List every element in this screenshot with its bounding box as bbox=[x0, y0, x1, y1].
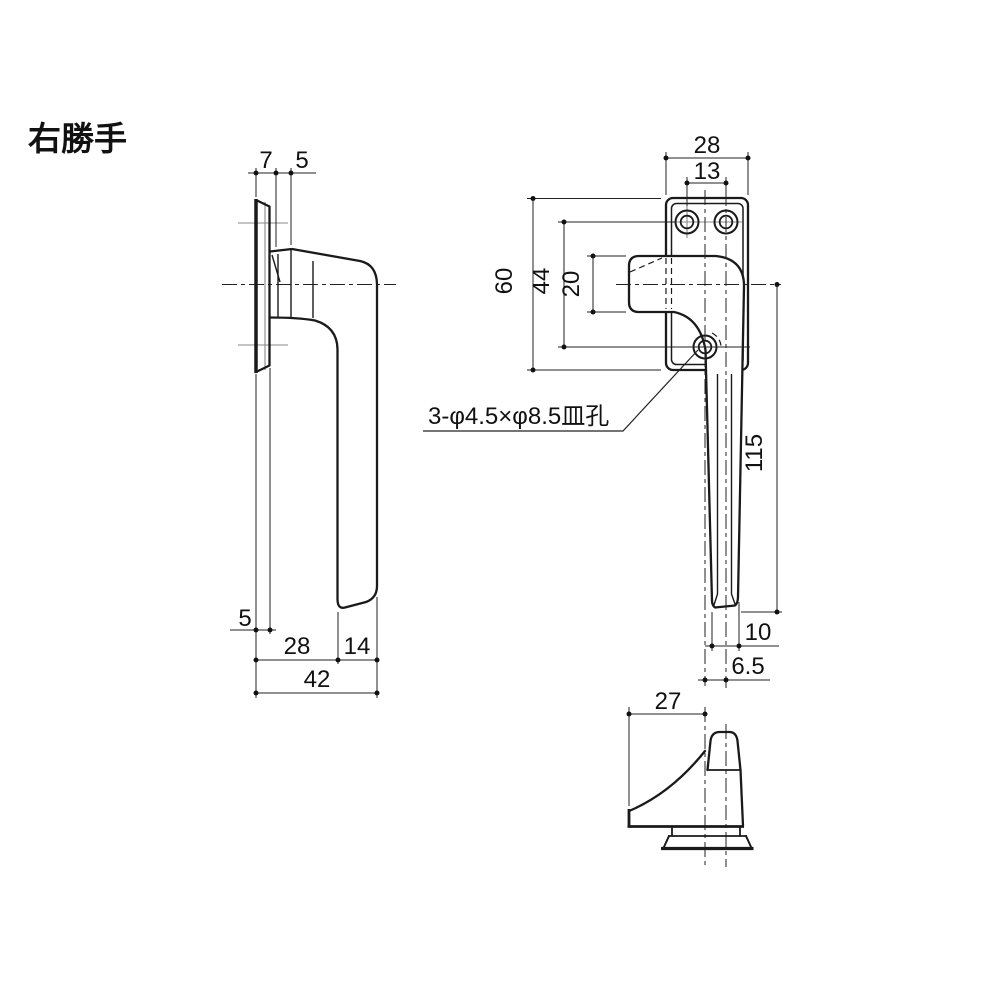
hidden-plate-edges bbox=[665, 258, 673, 309]
page-title: 右勝手 bbox=[28, 120, 127, 157]
side-view: 7 5 5 28 14 42 bbox=[222, 147, 396, 698]
catch-body-bottom bbox=[627, 809, 744, 828]
dim-front-44: 44 bbox=[528, 219, 750, 350]
dim-front-115: 115 bbox=[741, 282, 782, 615]
dim-label-10: 10 bbox=[745, 619, 772, 646]
dim-label-6-5: 6.5 bbox=[731, 653, 764, 680]
hole-spec-label: 3-φ4.5×φ8.5皿孔 bbox=[428, 403, 609, 430]
hole-spec-note: 3-φ4.5×φ8.5皿孔 bbox=[423, 349, 699, 432]
dim-front-28: 28 bbox=[663, 132, 751, 195]
hidden-grip-edge bbox=[629, 257, 663, 273]
bottom-view: 27 bbox=[626, 688, 754, 867]
dim-label-27: 27 bbox=[655, 688, 682, 715]
dim-label-28-width: 28 bbox=[694, 132, 721, 159]
front-view: 28 13 60 44 20 bbox=[423, 132, 782, 688]
hole-top-left-bore bbox=[679, 214, 695, 230]
hidden-countersink-edge bbox=[711, 332, 722, 350]
leader-line bbox=[423, 349, 699, 432]
dim-label-14: 14 bbox=[344, 633, 371, 660]
side-handle bbox=[268, 247, 379, 609]
dim-label-28-depth: 28 bbox=[284, 633, 311, 660]
dim-front-20: 20 bbox=[558, 253, 626, 315]
dim-label-5-bottom: 5 bbox=[238, 605, 251, 632]
dim-label-7: 7 bbox=[259, 147, 272, 174]
catch-nose bbox=[706, 730, 745, 828]
dim-side-bottom: 5 28 14 42 bbox=[230, 368, 380, 698]
dim-label-60: 60 bbox=[491, 268, 518, 295]
dim-label-115: 115 bbox=[741, 434, 768, 472]
dim-front-13: 13 bbox=[684, 158, 729, 206]
dim-label-44: 44 bbox=[528, 268, 555, 295]
dim-front-60: 60 bbox=[491, 196, 661, 373]
front-handle bbox=[627, 254, 746, 609]
dim-front-10: 10 bbox=[705, 602, 779, 651]
catch-base bbox=[661, 826, 754, 851]
catch-curve bbox=[627, 749, 707, 813]
side-neck-chamfer bbox=[271, 254, 281, 283]
dim-label-5-top: 5 bbox=[295, 147, 308, 174]
side-plate bbox=[254, 198, 271, 374]
dim-label-20: 20 bbox=[558, 271, 585, 298]
dim-bottom-27: 27 bbox=[626, 688, 708, 806]
dim-label-13: 13 bbox=[694, 158, 721, 185]
dim-front-6-5: 6.5 bbox=[698, 653, 770, 683]
dim-side-top: 7 5 bbox=[248, 147, 316, 247]
lever-chamfer-edges bbox=[712, 374, 737, 607]
dim-label-42: 42 bbox=[304, 666, 331, 693]
